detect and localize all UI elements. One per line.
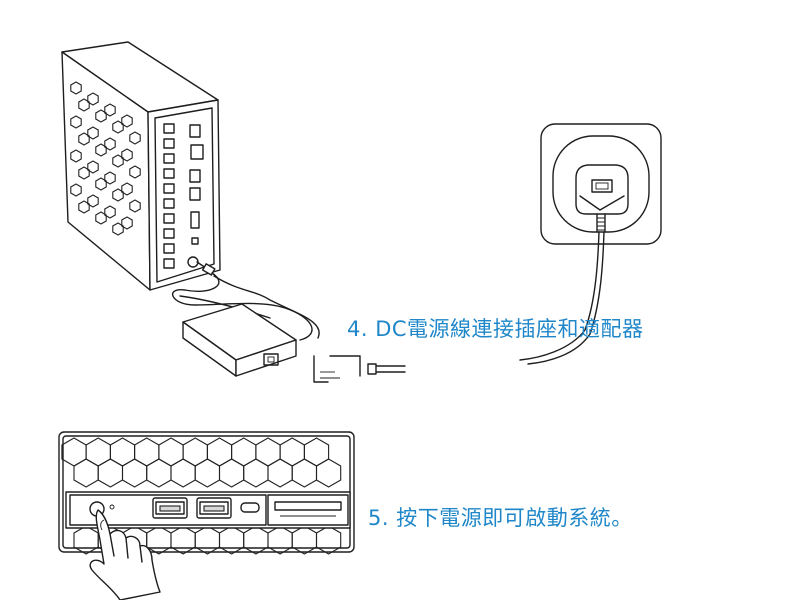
back-port bbox=[163, 168, 175, 179]
panel-hex bbox=[315, 458, 342, 488]
vent-hex bbox=[112, 188, 124, 202]
vent-hex bbox=[121, 148, 133, 162]
vent-hex bbox=[87, 160, 99, 174]
vent-hex bbox=[112, 222, 124, 236]
front-panel-icon bbox=[58, 431, 355, 555]
back-port bbox=[163, 258, 175, 269]
vent-hex bbox=[78, 166, 90, 180]
back-port bbox=[163, 153, 175, 164]
panel-hex bbox=[315, 525, 342, 555]
dc-cable bbox=[172, 272, 320, 341]
power-adapter-icon bbox=[182, 303, 297, 377]
vent-hex bbox=[70, 115, 82, 129]
vent-hex bbox=[70, 149, 82, 163]
mini-pc-tower-icon bbox=[61, 41, 221, 291]
back-port bbox=[163, 138, 175, 149]
wall-outlet-icon bbox=[519, 123, 662, 365]
vent-hex bbox=[95, 211, 107, 225]
vent-hex bbox=[104, 137, 116, 151]
vent-hex bbox=[87, 126, 99, 140]
vent-hex bbox=[78, 98, 90, 112]
vent-hex bbox=[87, 194, 99, 208]
vent-hex bbox=[104, 205, 116, 219]
back-port bbox=[163, 228, 175, 239]
vent-hex bbox=[95, 109, 107, 123]
back-port bbox=[163, 243, 175, 254]
vent-hex bbox=[70, 81, 82, 95]
vent-hex bbox=[95, 143, 107, 157]
vent-hex bbox=[95, 177, 107, 191]
vent-hex bbox=[104, 171, 116, 185]
ac-plug-cord bbox=[313, 355, 406, 383]
step-4-label: 4. DC電源線連接插座和適配器 bbox=[347, 317, 644, 341]
back-port bbox=[163, 213, 175, 224]
step-5-label: 5. 按下電源即可啟動系統。 bbox=[368, 506, 633, 530]
vent-hex bbox=[121, 216, 133, 230]
vent-hex bbox=[121, 182, 133, 196]
vent-hex bbox=[129, 131, 141, 145]
vent-hex bbox=[78, 132, 90, 146]
vent-hex bbox=[129, 199, 141, 213]
hand-pressing-icon bbox=[89, 509, 161, 600]
vent-hex bbox=[104, 103, 116, 117]
vent-hex bbox=[70, 183, 82, 197]
vent-hex bbox=[121, 114, 133, 128]
back-port bbox=[163, 198, 175, 209]
vent-hex bbox=[87, 92, 99, 106]
vent-hex bbox=[129, 165, 141, 179]
vent-hex bbox=[112, 120, 124, 134]
back-port bbox=[163, 123, 175, 134]
vent-hex bbox=[78, 200, 90, 214]
vent-hex bbox=[112, 154, 124, 168]
back-port bbox=[163, 183, 175, 194]
